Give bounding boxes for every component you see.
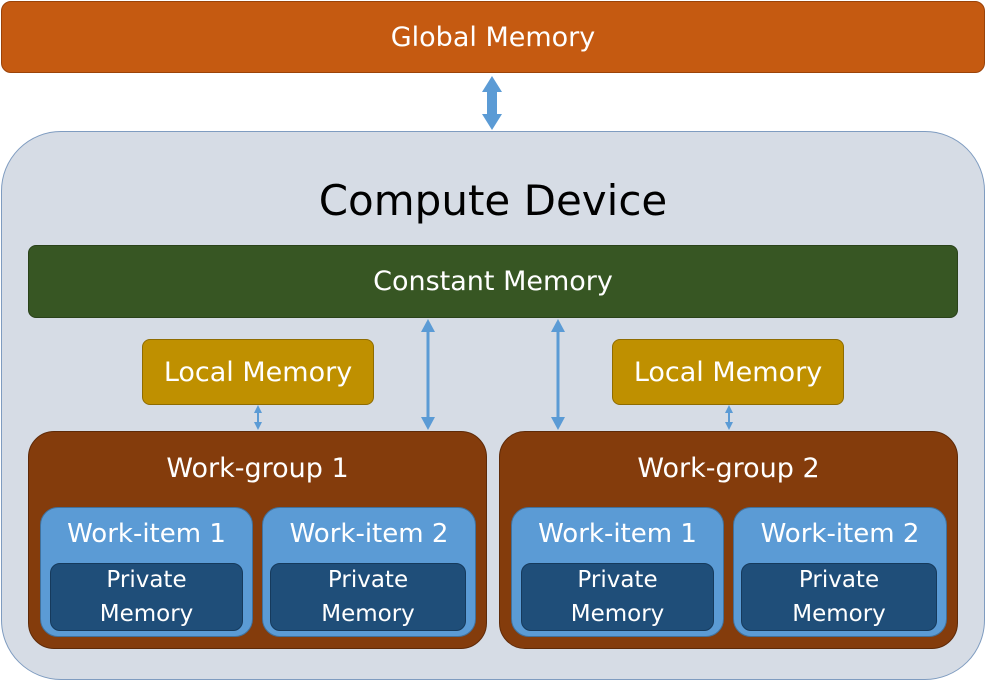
- work-item-title: Work-item 2: [760, 519, 920, 549]
- private-memory-line1: Private: [106, 567, 187, 593]
- local-memory-label: Local Memory: [633, 356, 823, 388]
- work-item-box: Work-item 2 Private Memory: [262, 507, 476, 637]
- private-memory-line2: Memory: [99, 601, 194, 627]
- work-item-box: Work-item 1 Private Memory: [40, 507, 253, 637]
- work-item-title: Work-item 2: [289, 519, 449, 549]
- work-item-title: Work-item 1: [67, 519, 226, 549]
- private-memory-line2: Memory: [321, 601, 415, 627]
- work-item-box: Work-item 2 Private Memory: [733, 507, 947, 637]
- global-memory-label: Global Memory: [390, 21, 596, 53]
- private-memory-line2: Memory: [792, 601, 886, 627]
- global-device-arrow: [482, 76, 502, 130]
- local1-workgroup1-arrow: [254, 405, 262, 430]
- local-memory-label: Local Memory: [163, 356, 353, 388]
- work-item-title: Work-item 1: [538, 519, 697, 549]
- private-memory-line2: Memory: [570, 601, 665, 627]
- work-group-1-box: Work-group 1 Work-item 1 Private Memory …: [28, 431, 487, 649]
- work-group-title: Work-group 1: [166, 452, 349, 484]
- private-memory-box: Private Memory: [741, 563, 937, 631]
- work-group-2-box: Work-group 2 Work-item 1 Private Memory …: [499, 431, 958, 649]
- private-memory-box: Private Memory: [50, 563, 243, 631]
- private-memory-line1: Private: [577, 567, 658, 593]
- work-group-title: Work-group 2: [637, 452, 820, 484]
- constant-memory-box: Constant Memory: [28, 245, 958, 318]
- local-memory-box-2: Local Memory: [612, 339, 844, 405]
- private-memory-line1: Private: [798, 567, 880, 593]
- constant-memory-label: Constant Memory: [373, 266, 613, 297]
- local2-workgroup2-arrow: [725, 405, 733, 430]
- constant-workgroup1-arrow: [421, 319, 435, 430]
- global-memory-box: Global Memory: [1, 1, 985, 73]
- work-item-box: Work-item 1 Private Memory: [511, 507, 724, 637]
- private-memory-box: Private Memory: [521, 563, 714, 631]
- private-memory-box: Private Memory: [270, 563, 466, 631]
- local-memory-box-1: Local Memory: [142, 339, 374, 405]
- constant-workgroup2-arrow: [551, 319, 565, 430]
- private-memory-line1: Private: [327, 567, 409, 593]
- compute-device-title: Compute Device: [318, 175, 668, 225]
